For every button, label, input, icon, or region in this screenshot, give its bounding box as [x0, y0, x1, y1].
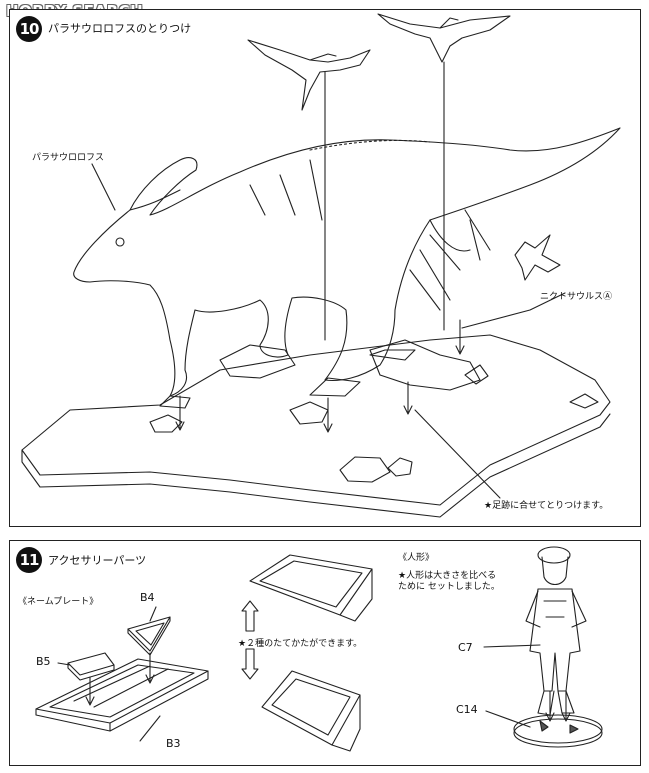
step-11-panel: 11 アクセサリーパーツ 《ネームプレート》: [9, 540, 641, 766]
step-11-number-badge: 11: [16, 547, 42, 573]
label-parasaurolophus: パラサウロロフス: [32, 153, 105, 163]
diorama-base: [21, 334, 611, 506]
rock: [339, 456, 391, 483]
part-label-b5: B5: [36, 655, 51, 668]
rock: [289, 401, 329, 425]
step-10-title: パラサウロロフスのとりつけ: [48, 22, 192, 35]
rock: [219, 344, 296, 379]
part-label-b3: B3: [166, 737, 181, 750]
part-label-b4: B4: [140, 591, 155, 604]
figure-base-c14: [513, 718, 603, 748]
nyctosaurus: [514, 234, 561, 281]
human-figure-c7: [525, 546, 587, 716]
step-10-number-badge: 10: [16, 16, 42, 42]
step-10-illustration: [21, 13, 621, 518]
label-footprints-note: ★足跡に合せてとりつけます。: [484, 501, 609, 511]
nameplate-b3: [35, 658, 209, 724]
rock: [387, 457, 413, 477]
parasaurolophus: [73, 127, 621, 397]
rock: [149, 414, 183, 433]
part-label-c7: C7: [458, 641, 473, 654]
figure-note: ★人形は大きさを比べる ために セットしました。: [398, 571, 500, 593]
label-nyctosaurus: ニクトサウルスⒶ: [540, 292, 613, 302]
nameplate-header: 《ネームプレート》: [18, 597, 99, 607]
pterosaur-flying-2: [377, 13, 511, 63]
step-11-title: アクセサリーパーツ: [48, 554, 147, 567]
part-label-c14: C14: [456, 703, 478, 716]
nameplate-b4: [127, 616, 171, 652]
stand-note: ★２種のたてかたができます。: [238, 639, 363, 649]
step-10-panel: 10 パラサウロロフスのとりつけ: [9, 9, 641, 527]
figure-header: 《人形》: [398, 553, 435, 563]
pterosaur-flying-1: [247, 39, 371, 111]
step-11-illustration: [35, 546, 603, 752]
